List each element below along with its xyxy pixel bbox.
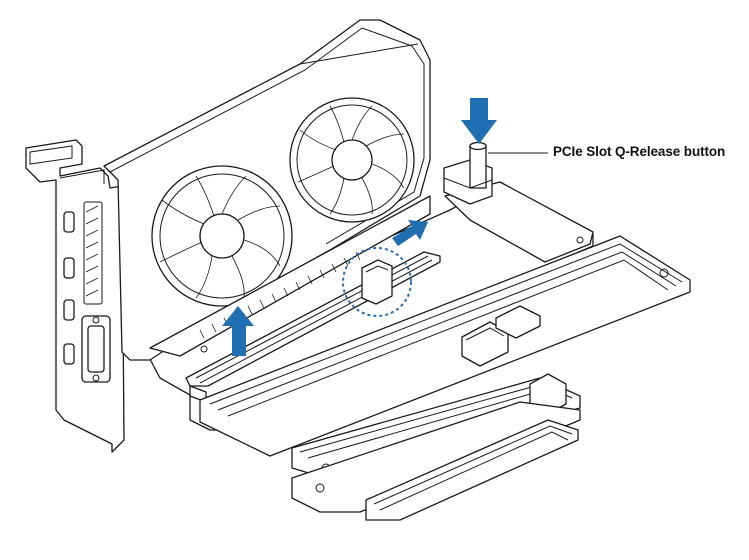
graphics-card: [103, 19, 431, 361]
slot-latch: [361, 259, 393, 305]
slide-arrow-icon: [392, 220, 428, 246]
q-release-button: [443, 141, 493, 205]
latch-highlight-circle: [342, 247, 412, 317]
down-arrow-icon: [461, 98, 497, 144]
up-arrow-icon: [222, 306, 254, 356]
io-bracket: [25, 139, 125, 453]
q-release-callout-label: PCIe Slot Q-Release button: [553, 144, 726, 159]
